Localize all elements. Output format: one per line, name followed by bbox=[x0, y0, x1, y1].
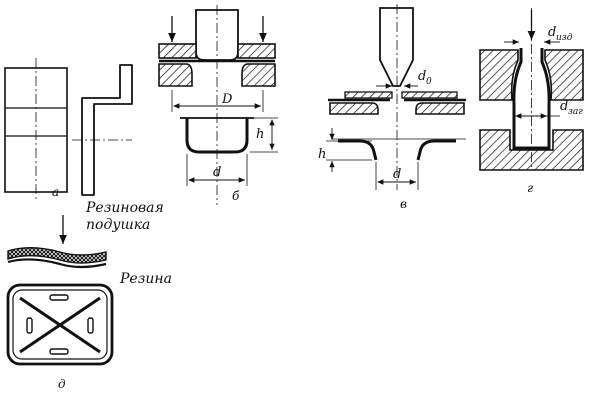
dim-d0-label: d bbox=[418, 69, 426, 84]
caption-v: в bbox=[400, 197, 407, 211]
blank-holder bbox=[158, 16, 276, 59]
tube-workpiece bbox=[512, 8, 551, 170]
holder-ring bbox=[344, 91, 458, 99]
view-g: d изд d заг г bbox=[479, 8, 584, 195]
dim-d0-subscript: 0 bbox=[426, 77, 432, 87]
label-rubber-cushion-1: Резиновая bbox=[85, 200, 164, 216]
label-rubber: Резина bbox=[119, 271, 172, 287]
dimension-D: D bbox=[171, 90, 264, 112]
bent-part bbox=[72, 64, 133, 196]
dimension-h-b: h bbox=[250, 117, 278, 153]
caption-b: б bbox=[232, 189, 240, 203]
flanging-punch bbox=[379, 4, 414, 190]
caption-g: г bbox=[527, 181, 533, 195]
view-v: d 0 h d в bbox=[318, 4, 466, 211]
dim-h-v-label: h bbox=[318, 147, 326, 162]
dim-d-izd-subscript: изд bbox=[556, 33, 573, 43]
dimension-d-izd: d изд bbox=[504, 25, 573, 45]
dim-d-izd-label: d bbox=[548, 25, 556, 40]
view-d: Резиновая подушка Резина д bbox=[6, 200, 172, 391]
dim-d-b-label: d bbox=[213, 165, 221, 180]
dimension-h-v: h bbox=[318, 128, 372, 172]
dim-D-label: D bbox=[221, 92, 233, 107]
label-rubber-cushion-2: подушка bbox=[86, 217, 150, 233]
view-a: а bbox=[4, 58, 133, 200]
dimension-d-b: d bbox=[186, 154, 248, 186]
caption-d: д bbox=[58, 377, 66, 391]
dim-d-v-label: d bbox=[393, 167, 401, 182]
die bbox=[158, 63, 276, 87]
flanging-die bbox=[329, 102, 465, 115]
dim-h-b-label: h bbox=[256, 127, 264, 142]
dim-d-zag-subscript: заг bbox=[568, 107, 583, 117]
caption-a: а bbox=[52, 185, 59, 199]
flanged-part bbox=[332, 138, 466, 161]
dimension-d0: d 0 bbox=[376, 69, 432, 89]
dimension-d-zag: d заг bbox=[515, 99, 583, 119]
upper-die bbox=[479, 49, 584, 101]
dimension-d-v: d bbox=[375, 162, 419, 190]
lower-die bbox=[479, 129, 584, 171]
drawn-cup bbox=[180, 117, 254, 154]
dim-d-zag-label: d bbox=[560, 99, 568, 114]
stiffened-panel bbox=[6, 283, 114, 366]
rubber-cushion bbox=[7, 247, 107, 269]
view-b: D h d б bbox=[158, 5, 278, 205]
flat-blank bbox=[4, 58, 68, 200]
